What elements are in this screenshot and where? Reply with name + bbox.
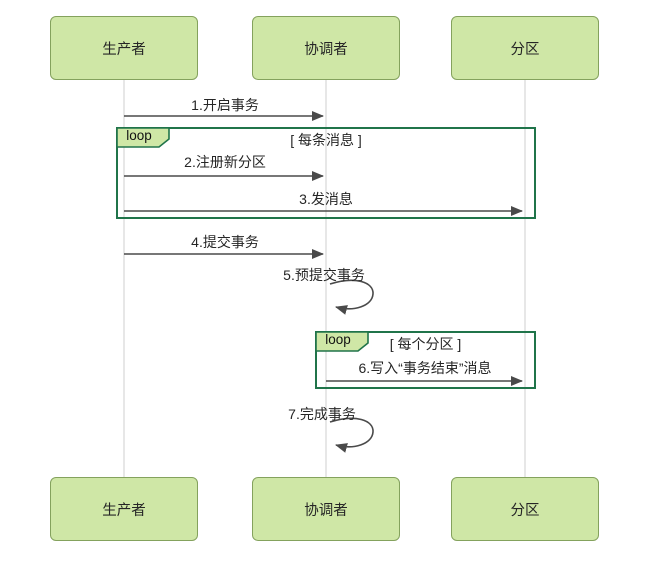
actor-label: 分区 <box>510 502 540 519</box>
loop-keyword: loop <box>325 332 351 347</box>
actor-box-coordinator-top: 协调者 <box>252 16 400 80</box>
actor-box-partition-bottom: 分区 <box>451 477 599 541</box>
actor-label: 生产者 <box>102 41 146 58</box>
message-3-label: 3.发消息 <box>299 191 353 207</box>
actor-box-producer-bottom: 生产者 <box>50 477 198 541</box>
message-2-label: 2.注册新分区 <box>184 154 266 170</box>
loop-tag-shape <box>315 331 369 352</box>
actor-label: 协调者 <box>304 502 348 519</box>
loop-tag-shape <box>116 127 170 148</box>
message-7-label: 7.完成事务 <box>288 406 356 422</box>
loop-tag: loop <box>315 331 369 352</box>
loop-condition: [ 每条消息 ] <box>290 132 362 148</box>
actor-box-producer-top: 生产者 <box>50 16 198 80</box>
lifeline-partition <box>524 80 526 478</box>
lifeline-producer <box>123 80 125 478</box>
loop-condition: [ 每个分区 ] <box>389 336 462 352</box>
actor-label: 协调者 <box>304 41 348 58</box>
actor-box-coordinator-bottom: 协调者 <box>252 477 400 541</box>
actor-label: 生产者 <box>102 502 146 519</box>
loop-frame-each-partition: loop [ 每个分区 ] <box>315 331 536 389</box>
message-5-label: 5.预提交事务 <box>283 267 365 283</box>
message-6-label: 6.写入“事务结束”消息 <box>358 360 492 376</box>
actor-label: 分区 <box>510 41 540 58</box>
loop-frame-each-message: loop [ 每条消息 ] <box>116 127 536 219</box>
lifeline-coordinator <box>325 80 327 478</box>
loop-keyword: loop <box>126 128 152 143</box>
message-1-label: 1.开启事务 <box>191 97 259 113</box>
message-4-label: 4.提交事务 <box>191 234 259 250</box>
actor-box-partition-top: 分区 <box>451 16 599 80</box>
loop-tag: loop <box>116 127 170 148</box>
